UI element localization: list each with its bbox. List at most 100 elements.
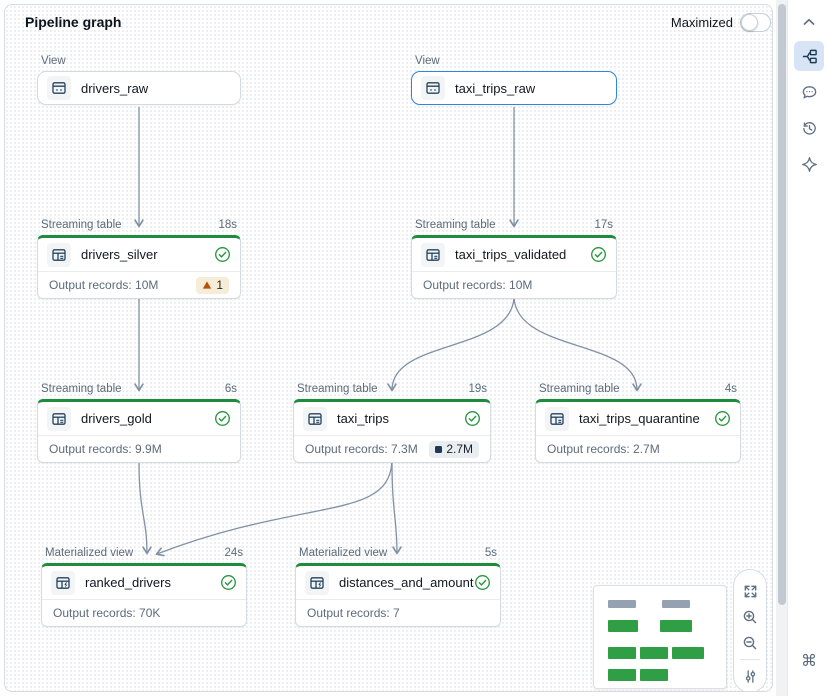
output-records: Output records: 70K xyxy=(53,606,161,620)
node-distances_and_amounts: Materialized view 5s distances_and_amoun… xyxy=(295,547,501,627)
sidebar-tab-comments[interactable] xyxy=(794,77,824,107)
keyboard-shortcuts-button[interactable]: ⌘ xyxy=(794,645,824,675)
node-name: drivers_silver xyxy=(81,247,158,262)
right-sidebar: ⌘ xyxy=(787,0,828,696)
view-table-icon xyxy=(421,76,445,100)
node-duration: 18s xyxy=(218,219,237,231)
node-duration: 4s xyxy=(724,383,737,395)
streaming-table-icon xyxy=(303,406,327,431)
node-name: taxi_trips_validated xyxy=(455,247,567,262)
divider xyxy=(740,659,760,660)
metric-square-icon xyxy=(435,445,443,453)
minimap-node xyxy=(672,647,704,659)
minimap-node xyxy=(662,600,690,608)
success-check-icon xyxy=(474,574,491,591)
success-check-icon xyxy=(714,410,731,427)
edge-taxi_trips_validated-taxi_trips_quarantine xyxy=(513,297,642,392)
node-name: taxi_trips_quarantine xyxy=(579,411,700,426)
node-duration: 5s xyxy=(484,547,497,559)
edge-taxi_trips-ranked_drivers xyxy=(155,461,393,557)
minimap-node xyxy=(640,669,668,681)
streaming-table-icon xyxy=(421,242,445,267)
node-taxi_trips_raw: View taxi_trips_raw xyxy=(411,55,617,105)
node-name: taxi_trips_raw xyxy=(455,80,536,96)
node-name: distances_and_amounts_b... xyxy=(339,575,474,590)
edge-layer xyxy=(134,107,642,557)
chevron-up-icon xyxy=(803,18,815,25)
streaming-table-icon xyxy=(47,242,71,267)
node-duration: 19s xyxy=(468,383,487,395)
view-table-icon xyxy=(47,76,71,100)
node-type-label: Streaming table xyxy=(297,383,378,395)
node-name: ranked_drivers xyxy=(85,575,171,590)
success-check-icon xyxy=(214,246,231,263)
node-type-label: Materialized view xyxy=(299,547,388,559)
vertical-scrollbar xyxy=(776,0,787,696)
graph-minimap[interactable] xyxy=(593,585,727,689)
edge-taxi_trips-distances_and_amounts xyxy=(391,461,402,555)
graph-settings-button[interactable] xyxy=(737,663,763,689)
zoom-out-button[interactable] xyxy=(737,630,763,656)
output-records: Output records: 2.7M xyxy=(547,442,660,456)
collapse-panel-button[interactable] xyxy=(794,7,824,37)
minimap-node xyxy=(660,620,692,632)
success-check-icon xyxy=(214,410,231,427)
node-drivers_raw: View drivers_raw xyxy=(37,55,241,105)
node-card-ranked_drivers[interactable]: ranked_drivers Output records: 70K xyxy=(41,563,247,627)
materialized-view-icon xyxy=(305,570,329,595)
node-card-taxi_trips[interactable]: taxi_trips Output records: 7.3M 2.7M xyxy=(293,399,491,463)
materialized-view-icon xyxy=(51,570,75,595)
minimap-node xyxy=(640,647,668,659)
edge-taxi_trips_validated-taxi_trips xyxy=(387,297,515,392)
sidebar-tab-assistant[interactable] xyxy=(794,149,824,179)
pipeline-graph-panel: Pipeline graph Maximized View drivers_ra… xyxy=(4,4,773,692)
sidebar-tab-pipeline-graph[interactable] xyxy=(794,41,824,71)
history-clock-icon xyxy=(802,121,816,135)
dropped-records-badge[interactable]: 2.7M xyxy=(429,440,479,458)
node-card-drivers_raw[interactable]: drivers_raw xyxy=(37,71,241,105)
minimap-node xyxy=(608,620,638,632)
node-type-label: Streaming table xyxy=(41,383,122,395)
success-check-icon xyxy=(220,574,237,591)
node-drivers_gold: Streaming table 6s drivers_gold Output r… xyxy=(37,383,241,463)
node-card-taxi_trips_quarantine[interactable]: taxi_trips_quarantine Output records: 2.… xyxy=(535,399,741,463)
sidebar-tab-history[interactable] xyxy=(794,113,824,143)
output-records: Output records: 9.9M xyxy=(49,442,162,456)
node-card-drivers_silver[interactable]: drivers_silver Output records: 10M 1 xyxy=(37,235,241,299)
node-duration: 6s xyxy=(224,383,237,395)
command-icon: ⌘ xyxy=(801,650,817,670)
node-card-taxi_trips_raw[interactable]: taxi_trips_raw xyxy=(411,71,617,105)
node-card-taxi_trips_validated[interactable]: taxi_trips_validated Output records: 10M xyxy=(411,235,617,299)
toggle-knob xyxy=(741,14,758,31)
node-type-label: Materialized view xyxy=(45,547,134,559)
node-duration: 17s xyxy=(594,219,613,231)
node-taxi_trips_validated: Streaming table 17s taxi_trips_validated… xyxy=(411,219,617,299)
node-type-label: Streaming table xyxy=(41,219,122,231)
sparkle-icon xyxy=(801,156,817,172)
node-duration: 24s xyxy=(224,547,243,559)
page-title: Pipeline graph xyxy=(25,14,122,30)
zoom-controls xyxy=(733,569,767,691)
pipeline-graph-icon xyxy=(802,49,817,63)
maximized-toggle[interactable] xyxy=(740,13,771,32)
streaming-table-icon xyxy=(47,406,71,431)
success-check-icon xyxy=(464,410,481,427)
node-card-drivers_gold[interactable]: drivers_gold Output records: 9.9M xyxy=(37,399,241,463)
scrollbar-thumb[interactable] xyxy=(777,4,786,605)
node-type-label: View xyxy=(415,55,440,67)
node-drivers_silver: Streaming table 18s drivers_silver Outpu… xyxy=(37,219,241,299)
zoom-in-button[interactable] xyxy=(737,604,763,630)
output-records: Output records: 7.3M xyxy=(305,442,418,456)
edge-drivers_gold-ranked_drivers xyxy=(138,461,152,555)
output-records: Output records: 10M xyxy=(49,278,159,292)
minimap-node xyxy=(608,647,636,659)
output-records: Output records: 7 xyxy=(307,606,400,620)
warning-triangle-icon xyxy=(203,281,212,289)
output-records: Output records: 10M xyxy=(423,278,533,292)
node-card-distances_and_amounts[interactable]: distances_and_amounts_b... Output record… xyxy=(295,563,501,627)
minimap-node xyxy=(608,600,636,608)
expectation-warning-badge[interactable]: 1 xyxy=(196,276,229,294)
node-name: drivers_gold xyxy=(81,411,152,426)
fit-to-screen-button[interactable] xyxy=(737,578,763,604)
